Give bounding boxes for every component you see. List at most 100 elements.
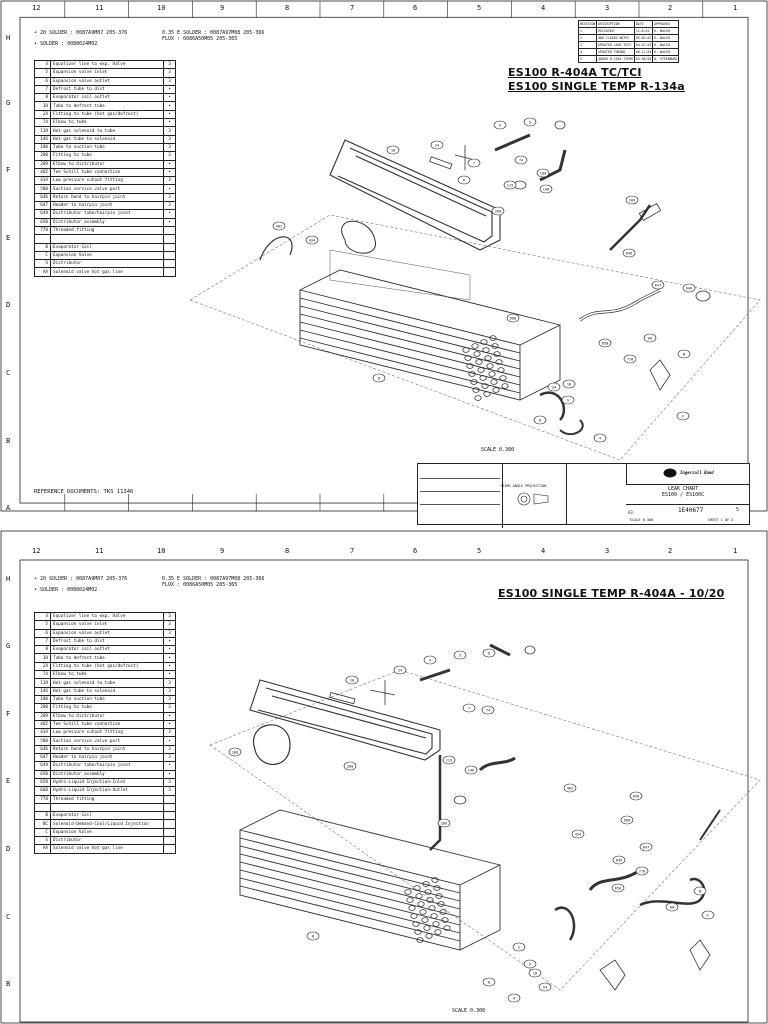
callout-bubble: 180 bbox=[536, 168, 550, 178]
coil-tube-end bbox=[417, 901, 425, 907]
legend-qty bbox=[163, 250, 176, 261]
legend-code: 10 bbox=[34, 653, 51, 663]
coil-tube-end bbox=[425, 933, 433, 939]
callout-label: 209 bbox=[629, 198, 636, 202]
callout-label: 8 bbox=[539, 418, 541, 422]
legend-desc: Evaporator Coil bbox=[50, 242, 164, 252]
callout-bubble: 778 bbox=[623, 354, 637, 364]
legend-code: 650 bbox=[34, 769, 51, 779]
callout-bubble: 5 bbox=[453, 650, 467, 660]
column-label: 12 bbox=[32, 547, 41, 555]
callout-bubble: 24 bbox=[547, 382, 561, 392]
legend-code: 434 bbox=[34, 176, 51, 186]
legend-desc: Tee Schill tube connection bbox=[50, 167, 164, 178]
row-label: C bbox=[6, 913, 11, 921]
legend-qty: 3 bbox=[163, 176, 176, 186]
callout-label: B bbox=[683, 352, 685, 356]
legend-code: 646 bbox=[34, 744, 51, 755]
callout-bubble: 646 bbox=[629, 791, 643, 801]
legend-desc bbox=[50, 802, 164, 813]
legend-code: 24 bbox=[34, 109, 51, 120]
legend-qty: • bbox=[163, 653, 176, 663]
legend-qty: 3 bbox=[163, 678, 176, 688]
column-label: 10 bbox=[157, 547, 166, 555]
callout-bubble: C bbox=[701, 910, 715, 920]
callout-bubble: AA bbox=[643, 333, 657, 343]
callout-bubble: 4 bbox=[423, 655, 437, 665]
callout-bubble: B bbox=[677, 349, 691, 359]
callout-label: AA bbox=[648, 336, 653, 340]
coil-tube-end bbox=[472, 387, 480, 393]
callout-label: 4 bbox=[513, 996, 515, 1000]
callout-bubble: 778 bbox=[635, 866, 649, 876]
legend-qty: • bbox=[163, 118, 176, 128]
legend-qty: • bbox=[163, 645, 176, 655]
callout-label: 649 bbox=[616, 858, 623, 862]
callout-label: 24 bbox=[398, 668, 402, 672]
coil-tube-end bbox=[464, 355, 472, 361]
row-label: G bbox=[6, 99, 11, 107]
legend-row bbox=[34, 234, 176, 244]
coil-tube-end bbox=[437, 901, 445, 907]
callout-bubble: 434 bbox=[305, 235, 319, 245]
coil-tube-end bbox=[422, 881, 430, 887]
callout-bubble: S bbox=[512, 942, 526, 952]
legend-desc: Equalizer line to exp. Valve bbox=[50, 611, 164, 622]
legend-qty: 3 bbox=[163, 76, 176, 86]
coil-tube-end bbox=[466, 363, 474, 369]
legend-qty: 3 bbox=[163, 686, 176, 696]
coil-tube-end bbox=[439, 909, 447, 915]
legend-code bbox=[34, 802, 51, 813]
legend-desc: Equalizer line to exp. Valve bbox=[50, 59, 164, 70]
legend-code: 10 bbox=[34, 101, 51, 111]
legend-qty: 3 bbox=[163, 142, 176, 153]
legend-desc: Defrost tube to dist bbox=[50, 636, 164, 647]
column-label: 5 bbox=[477, 547, 482, 555]
solder-note: • 20 SOLDER : 0087A9M07 205-376 bbox=[34, 30, 128, 36]
legend-desc: Distributor bbox=[50, 835, 164, 846]
column-label: 1 bbox=[733, 547, 738, 555]
callout-label: 434 bbox=[575, 832, 582, 836]
column-label: 12 bbox=[32, 4, 41, 12]
legend-qty: • bbox=[163, 636, 176, 647]
coil-tube-end bbox=[415, 893, 423, 899]
callout-bubble: 6 bbox=[457, 175, 471, 185]
callout-bubble: 434 bbox=[571, 829, 585, 839]
coil-tube-end bbox=[499, 375, 507, 381]
callout-bubble: 74 bbox=[481, 705, 495, 715]
legend-desc: Distributor bbox=[50, 259, 164, 269]
callout-label: 650 bbox=[615, 886, 622, 890]
callout-label: 10 bbox=[567, 382, 571, 386]
callout-bubble: 650 bbox=[598, 338, 612, 348]
legend-desc: Defrost tube to dist bbox=[50, 84, 164, 95]
row-label: G bbox=[6, 642, 11, 650]
callout-bubble: 7 bbox=[467, 158, 481, 168]
callout-label: 5 bbox=[459, 653, 461, 657]
callout-label: 180 bbox=[540, 171, 547, 175]
legend-qty: 3 bbox=[163, 151, 176, 161]
callout-label: 200 bbox=[495, 209, 502, 213]
coil-tube-end bbox=[490, 379, 498, 385]
solder-note: • SOLDER : 0080024M02 bbox=[34, 41, 98, 47]
legend-qty bbox=[163, 844, 176, 854]
legend-qty: • bbox=[163, 661, 176, 672]
defrost-tube-drawing-2 bbox=[249, 679, 441, 761]
legend-qty: 3 bbox=[163, 68, 176, 78]
row-label: B bbox=[6, 980, 11, 988]
callout-bubble: 180 bbox=[228, 747, 242, 757]
revision-header: DATE bbox=[633, 20, 654, 28]
legend-qty: • bbox=[163, 109, 176, 120]
legend-code: 119 bbox=[34, 126, 51, 136]
callout-label: 6 bbox=[463, 178, 465, 182]
legend-desc: Evaporator Coil bbox=[50, 811, 164, 821]
legend-code: 209 bbox=[34, 159, 51, 169]
